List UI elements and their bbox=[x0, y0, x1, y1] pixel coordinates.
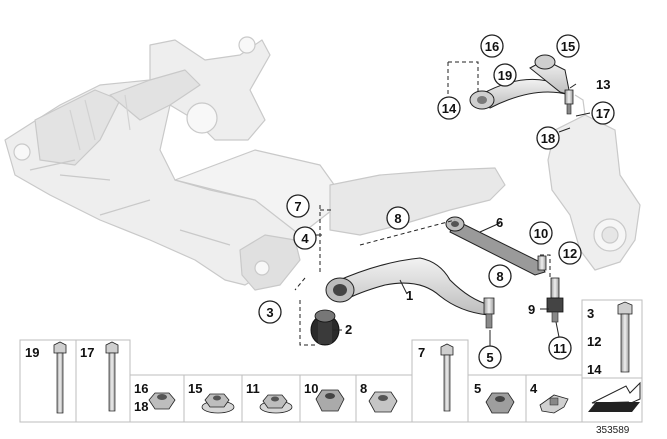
hw-label-7: 7 bbox=[418, 345, 425, 360]
hw-label-5: 5 bbox=[474, 381, 481, 396]
callout-14: 14 bbox=[437, 96, 461, 120]
svg-text:18: 18 bbox=[541, 131, 555, 146]
label-9: 9 bbox=[528, 302, 535, 317]
callout-19: 19 bbox=[493, 63, 517, 87]
callout-18: 18 bbox=[536, 126, 560, 150]
clip-4 bbox=[539, 394, 569, 414]
image-reference-number: 353589 bbox=[596, 425, 630, 436]
callout-10: 10 bbox=[529, 221, 553, 245]
callout-15: 15 bbox=[556, 34, 580, 58]
label-13: 13 bbox=[596, 77, 610, 92]
callouts: 16 15 19 14 17 18 7 8 4 10 12 8 3 5 11 bbox=[258, 34, 615, 369]
hardware-strip: 19 17 16 18 15 11 10 8 7 5 4 3 12 14 bbox=[19, 299, 643, 423]
svg-text:14: 14 bbox=[442, 101, 457, 116]
label-2: 2 bbox=[345, 322, 352, 337]
callout-16: 16 bbox=[480, 34, 504, 58]
hw-label-4: 4 bbox=[530, 381, 538, 396]
bolt-17 bbox=[105, 341, 119, 412]
hw-label-3: 3 bbox=[587, 306, 594, 321]
hw-label-18: 18 bbox=[134, 399, 148, 414]
svg-text:16: 16 bbox=[485, 39, 499, 54]
hw-label-14: 14 bbox=[587, 362, 602, 377]
direction-arrow-icon bbox=[588, 381, 641, 412]
bolt-7 bbox=[440, 343, 454, 412]
svg-text:7: 7 bbox=[294, 199, 301, 214]
hw-label-12: 12 bbox=[587, 334, 601, 349]
lower-control-arm bbox=[325, 257, 495, 329]
svg-text:3: 3 bbox=[266, 305, 273, 320]
svg-text:19: 19 bbox=[498, 68, 512, 83]
callout-8b: 8 bbox=[488, 264, 512, 288]
stabilizer-link bbox=[546, 277, 564, 323]
callout-8: 8 bbox=[386, 206, 410, 230]
svg-text:12: 12 bbox=[563, 246, 577, 261]
rubber-mount bbox=[310, 309, 340, 346]
hw-label-11: 11 bbox=[246, 381, 260, 396]
solid-leaders bbox=[312, 83, 591, 357]
callout-17: 17 bbox=[591, 101, 615, 125]
callout-7: 7 bbox=[286, 194, 310, 218]
callout-3: 3 bbox=[258, 300, 282, 324]
hw-label-19: 19 bbox=[25, 345, 39, 360]
hw-label-8: 8 bbox=[360, 381, 367, 396]
tension-strut bbox=[445, 216, 547, 276]
nut-11 bbox=[259, 394, 293, 414]
svg-text:8: 8 bbox=[496, 269, 503, 284]
hw-label-17: 17 bbox=[80, 345, 94, 360]
nut-15 bbox=[201, 393, 235, 414]
hw-label-10: 10 bbox=[304, 381, 318, 396]
leader-lines bbox=[294, 61, 551, 346]
front-subframe bbox=[4, 36, 506, 291]
label-6: 6 bbox=[496, 215, 503, 230]
hw-label-16: 16 bbox=[134, 381, 148, 396]
svg-text:11: 11 bbox=[553, 341, 567, 356]
upper-wishbone bbox=[469, 54, 574, 115]
svg-text:10: 10 bbox=[534, 226, 548, 241]
svg-text:5: 5 bbox=[486, 350, 493, 365]
callout-11: 11 bbox=[548, 336, 572, 360]
callout-5: 5 bbox=[478, 345, 502, 369]
nut-8 bbox=[368, 391, 398, 413]
svg-text:8: 8 bbox=[394, 211, 401, 226]
nut-16-18 bbox=[148, 392, 176, 410]
label-1: 1 bbox=[406, 288, 413, 303]
svg-text:15: 15 bbox=[561, 39, 575, 54]
bolt-3 bbox=[617, 301, 633, 373]
svg-text:4: 4 bbox=[301, 231, 309, 246]
nut-5 bbox=[485, 392, 515, 414]
hw-label-15: 15 bbox=[188, 381, 202, 396]
bolt-19 bbox=[53, 341, 67, 414]
wheel-carrier bbox=[547, 94, 641, 271]
nut-10 bbox=[315, 389, 345, 412]
svg-text:17: 17 bbox=[596, 106, 610, 121]
callout-4: 4 bbox=[293, 226, 317, 250]
callout-12: 12 bbox=[558, 241, 582, 265]
